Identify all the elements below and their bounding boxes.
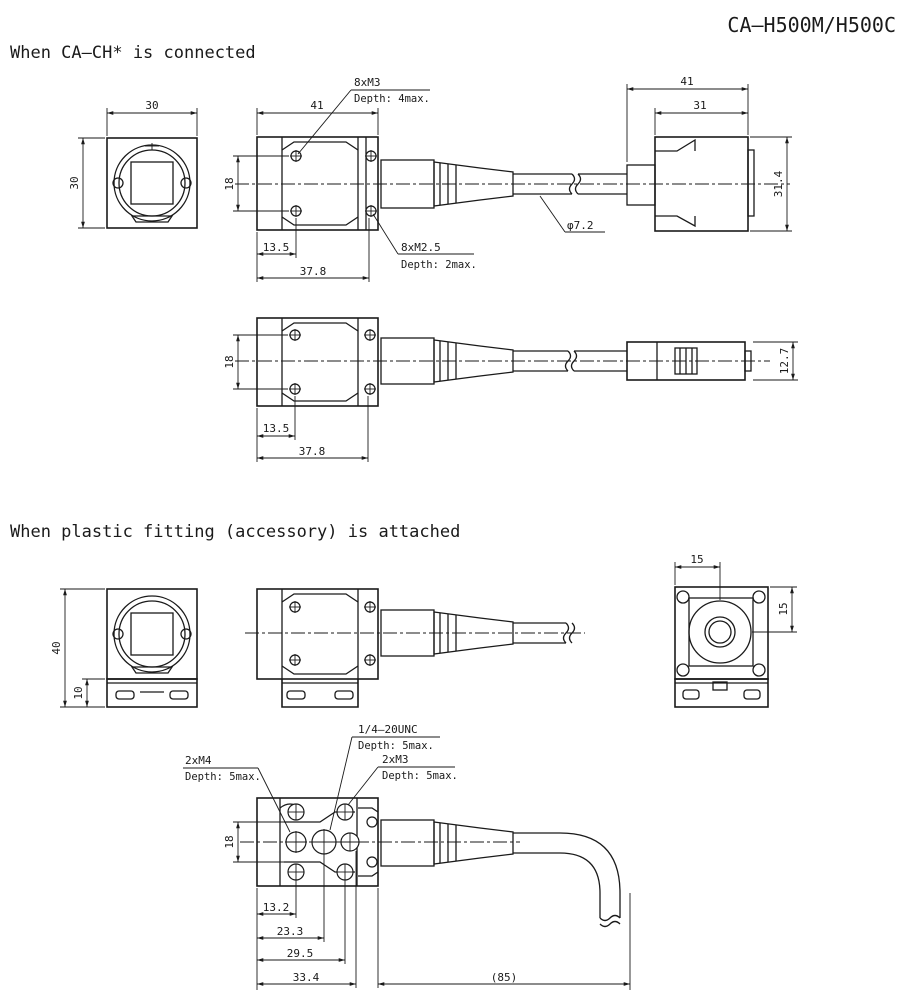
section-title-connected: When CA–CH* is connected (10, 43, 256, 63)
side-length-dimension: 37.8 (257, 396, 369, 462)
dim-front-height: 30 (68, 176, 81, 189)
top-view-holes (290, 150, 377, 217)
dim-side-offset: 13.5 (263, 422, 290, 435)
top-offset-dimension: 13.5 (256, 218, 297, 282)
side-view-cable (380, 337, 627, 385)
section-title-plastic: When plastic fitting (accessory) is atta… (10, 522, 460, 542)
dim-side-length: 37.8 (299, 445, 326, 458)
bottom-dim-33-4: 33.4 (257, 851, 357, 988)
model-title: CA–H500M/H500C (727, 13, 896, 37)
note-m25: 8xM2.5 (401, 241, 441, 254)
rear-width-dimension: 15 (674, 553, 721, 600)
bottom-view-cable (380, 819, 631, 990)
m4-callout: 2xM4 Depth: 5max. (183, 754, 291, 833)
top-height-dimension: 18 (223, 155, 289, 212)
connector-height-dimension: 31.4 (750, 136, 792, 232)
dim-cable-diameter: φ7.2 (567, 219, 594, 232)
side-offset-dimension: 13.5 (256, 396, 296, 462)
dim-side-height: 18 (223, 355, 236, 368)
bottom-dim-85: (85) (377, 888, 630, 988)
front-view-fitting (106, 588, 198, 708)
dim-rear-width: 15 (690, 553, 703, 566)
dim-bottom-23-3: 23.3 (277, 925, 304, 938)
top-length-dimension: 37.8 (257, 218, 370, 282)
dim-bottom-13-2: 13.2 (263, 901, 290, 914)
connector-thickness-dimension: 12.7 (753, 341, 798, 381)
bottom-dim-13-2: 13.2 (257, 880, 297, 918)
note-m3-bottom: 2xM3 (382, 753, 409, 766)
dim-connector-length: 41 (680, 75, 693, 88)
side-height-dimension: 18 (223, 334, 288, 390)
dim-body-length: 41 (310, 99, 323, 112)
fitting-height-dimension: 40 (50, 588, 105, 708)
dim-bottom-33-4: 33.4 (293, 971, 320, 984)
note-m3-top-depth: Depth: 4max. (354, 93, 430, 105)
note-m25-depth: Depth: 2max. (401, 259, 477, 271)
dim-connector-height: 31.4 (772, 170, 785, 197)
front-height-dimension: 30 (68, 137, 105, 229)
dim-fitting-base: 10 (72, 686, 85, 699)
bottom-height-dimension: 18 (223, 821, 286, 863)
side-view-body (256, 317, 379, 407)
note-unc: 1/4–20UNC (358, 723, 418, 736)
dim-front-width: 30 (145, 99, 158, 112)
bottom-dim-29-5: 29.5 (257, 880, 346, 964)
m3-bottom-callout: 2xM3 Depth: 5max. (347, 753, 458, 806)
rear-height-dimension: 15 (752, 586, 797, 633)
note-unc-depth: Depth: 5max. (358, 740, 434, 752)
dim-bottom-height: 18 (223, 835, 236, 848)
rear-view-fitting (674, 586, 769, 708)
bottom-dim-23-3: 23.3 (257, 855, 325, 942)
connector-length-dimension: 41 (626, 75, 749, 162)
dim-connector-body: 31 (693, 99, 706, 112)
dim-top-height: 18 (223, 177, 236, 190)
dim-fitting-height: 40 (50, 641, 63, 654)
dim-bottom-85: (85) (491, 971, 518, 984)
dim-bottom-29-5: 29.5 (287, 947, 314, 960)
dim-rear-height: 15 (777, 602, 790, 615)
top-view-cable (380, 159, 627, 209)
fitting-base-dimension: 10 (72, 678, 105, 707)
note-m4: 2xM4 (185, 754, 212, 767)
body-length-dimension: 41 (256, 99, 379, 135)
top-view-fitting-body (256, 588, 379, 708)
dim-top-length: 37.8 (300, 265, 327, 278)
note-m3-top: 8xM3 (354, 76, 381, 89)
cable-diameter-callout: φ7.2 (539, 195, 605, 233)
top-view-body (256, 136, 379, 231)
front-width-dimension: 30 (106, 99, 198, 136)
m25-callout: 8xM2.5 Depth: 2max. (372, 213, 477, 271)
connector-body-dimension: 31 (654, 99, 748, 135)
note-m4-depth: Depth: 5max. (185, 771, 261, 783)
unc-callout: 1/4–20UNC Depth: 5max. (329, 723, 440, 831)
dim-top-offset: 13.5 (263, 241, 290, 254)
note-m3-bottom-depth: Depth: 5max. (382, 770, 458, 782)
bottom-view-holes (285, 803, 378, 881)
m3-top-callout: 8xM3 Depth: 4max. (297, 76, 430, 155)
dim-connector-thickness: 12.7 (778, 348, 791, 375)
front-view-connected (106, 137, 198, 229)
